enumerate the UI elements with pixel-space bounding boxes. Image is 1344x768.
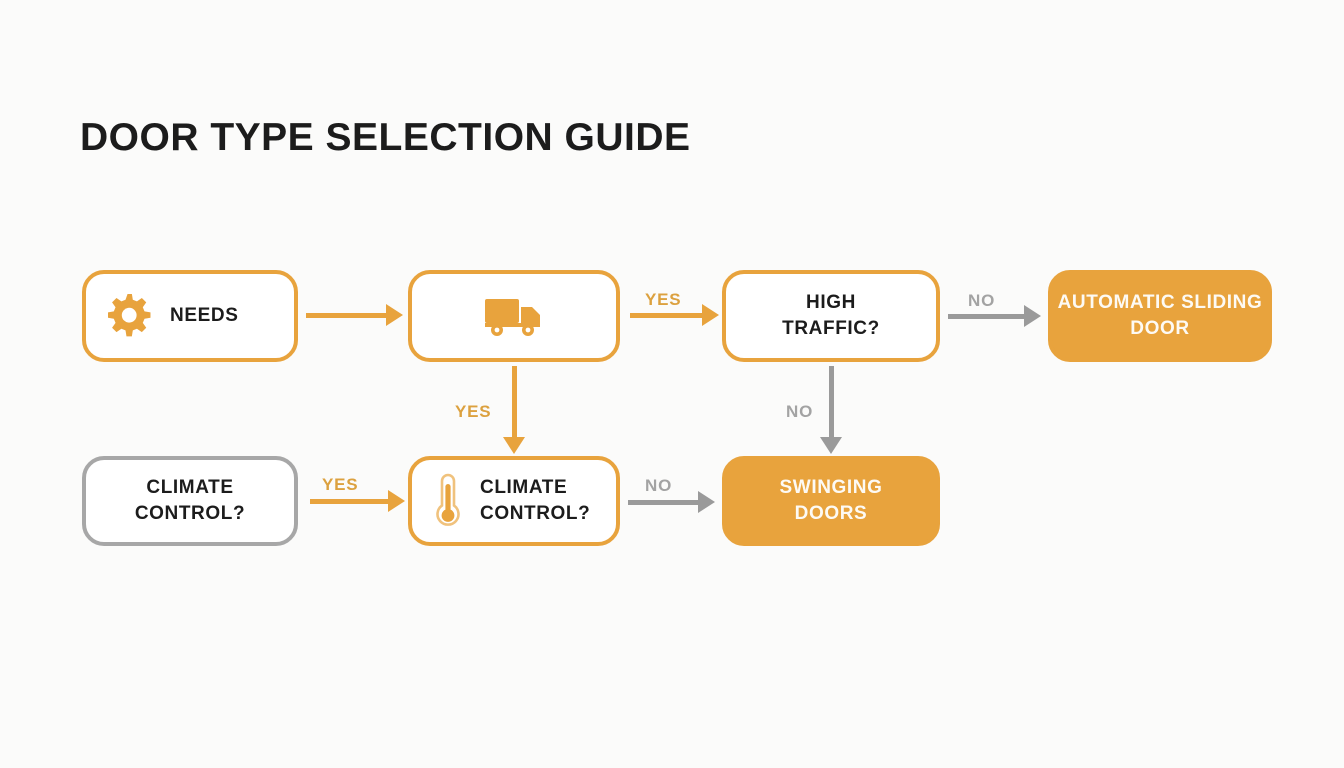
node-climate-control-decision[interactable]: CLIMATE CONTROL? [408, 456, 620, 546]
node-climate-control-question[interactable]: CLIMATE CONTROL? [82, 456, 298, 546]
node-swinging-doors-label: SWINGING DOORS [780, 475, 883, 526]
label-line-1: HIGH [806, 292, 856, 314]
arrow-head-icon [1024, 305, 1041, 327]
label-line-1: CLIMATE [480, 477, 568, 499]
delivery-truck-icon [483, 293, 545, 339]
label-line-1: CLIMATE [146, 477, 234, 499]
connector-label-no: NO [968, 291, 996, 310]
arrow-head-icon [386, 304, 403, 326]
connector-line [628, 500, 698, 505]
arrow-head-icon [702, 304, 719, 326]
node-automatic-sliding-door[interactable]: AUTOMATIC SLIDING DOOR [1048, 270, 1272, 362]
label-line-2: CONTROL? [480, 503, 591, 524]
label-line-2: TRAFFIC? [782, 318, 880, 339]
arrow-head-icon [820, 437, 842, 454]
node-swinging-doors[interactable]: SWINGING DOORS [722, 456, 940, 546]
label-line-1: AUTOMATIC SLIDING [1057, 292, 1263, 314]
connector-label-yes: YES [645, 290, 682, 309]
label-line-2: CONTROL? [134, 503, 246, 524]
connector-label-yes: YES [455, 402, 492, 421]
label-line-1: SWINGING [779, 477, 883, 499]
arrow-head-icon [698, 491, 715, 513]
label-line-2: DOORS [794, 503, 868, 524]
node-delivery-truck[interactable] [408, 270, 620, 362]
node-high-traffic[interactable]: HIGH TRAFFIC? [722, 270, 940, 362]
node-climate-control-question-label: CLIMATE CONTROL? [135, 475, 245, 526]
label-line-2: DOOR [1130, 318, 1190, 339]
connector-line [630, 313, 702, 318]
connector-label-yes: YES [322, 475, 359, 494]
node-needs-label: NEEDS [170, 305, 239, 327]
node-climate-control-decision-label: CLIMATE CONTROL? [480, 475, 590, 526]
connector-label-no: NO [786, 402, 814, 421]
gear-icon [108, 294, 152, 338]
connector-line [306, 313, 386, 318]
node-automatic-sliding-door-label: AUTOMATIC SLIDING DOOR [1058, 290, 1263, 341]
arrow-head-icon [388, 490, 405, 512]
thermometer-icon [434, 472, 462, 530]
node-needs[interactable]: NEEDS [82, 270, 298, 362]
connector-line [948, 314, 1024, 319]
connector-line [310, 499, 388, 504]
page-title: DOOR TYPE SELECTION GUIDE [80, 116, 691, 159]
arrow-head-icon [503, 437, 525, 454]
connector-line [829, 366, 834, 437]
connector-label-no: NO [645, 476, 673, 495]
connector-line [512, 366, 517, 437]
node-high-traffic-label: HIGH TRAFFIC? [782, 290, 880, 341]
